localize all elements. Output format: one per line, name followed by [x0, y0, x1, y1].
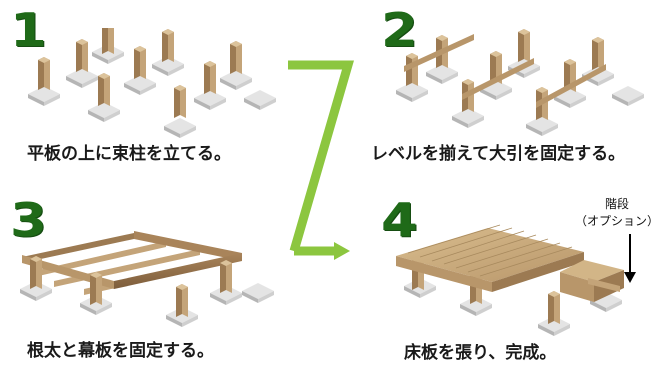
step-number: 1 — [10, 3, 47, 57]
stairs-option-note: （オプション） — [575, 214, 659, 228]
step-caption: 床板を張り、完成。 — [404, 343, 557, 363]
step-number: 3 — [10, 193, 47, 247]
down-arrow-icon — [624, 234, 636, 283]
step-number: 2 — [381, 3, 418, 57]
finished-deck-illustration — [396, 224, 624, 336]
stairs-option-label: 階段 （オプション） — [575, 196, 659, 230]
step-number: 4 — [381, 193, 418, 247]
step-caption: 平板の上に束柱を立てる。 — [27, 144, 231, 164]
step-caption: 根太と幕板を固定する。 — [27, 341, 214, 361]
leveled-beams-illustration — [396, 29, 644, 136]
joists-frame-illustration — [20, 231, 274, 327]
step-caption: レベルを揃えて大引を固定する。 — [371, 144, 626, 164]
stairs-label: 階段 — [605, 197, 630, 211]
flow-arrow — [288, 60, 354, 260]
posts-on-slabs-illustration — [28, 28, 276, 138]
